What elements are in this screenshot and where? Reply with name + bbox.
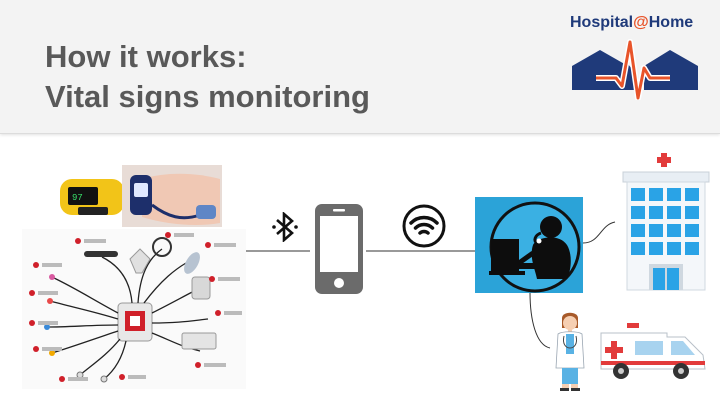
brand-name: Hospital@Home xyxy=(570,14,693,32)
wearable-devices-photo: 97 xyxy=(58,165,222,227)
call-center-operator-icon xyxy=(475,197,583,293)
slide-title: How it works: Vital signs monitoring xyxy=(45,37,370,117)
bluetooth-icon xyxy=(272,212,298,242)
brand-at: @ xyxy=(633,14,649,31)
doctor-icon xyxy=(555,312,585,391)
title-line-2: Vital signs monitoring xyxy=(45,79,370,114)
hospital-building-icon xyxy=(622,152,710,291)
hospital-at-home-logo xyxy=(572,39,698,100)
brand-suffix: Home xyxy=(648,14,694,31)
title-line-1: How it works: xyxy=(45,39,247,74)
sensor-kit-illustration xyxy=(22,229,246,389)
smartphone-icon xyxy=(315,204,363,294)
brand-prefix: Hospital xyxy=(570,14,634,31)
ambulance-icon xyxy=(600,323,706,379)
svg-text:97: 97 xyxy=(72,193,83,203)
wearable-sensor-kit-diagram xyxy=(22,229,246,389)
slide-header: How it works: Vital signs monitoring Hos… xyxy=(0,0,720,134)
wifi-icon xyxy=(400,202,448,250)
